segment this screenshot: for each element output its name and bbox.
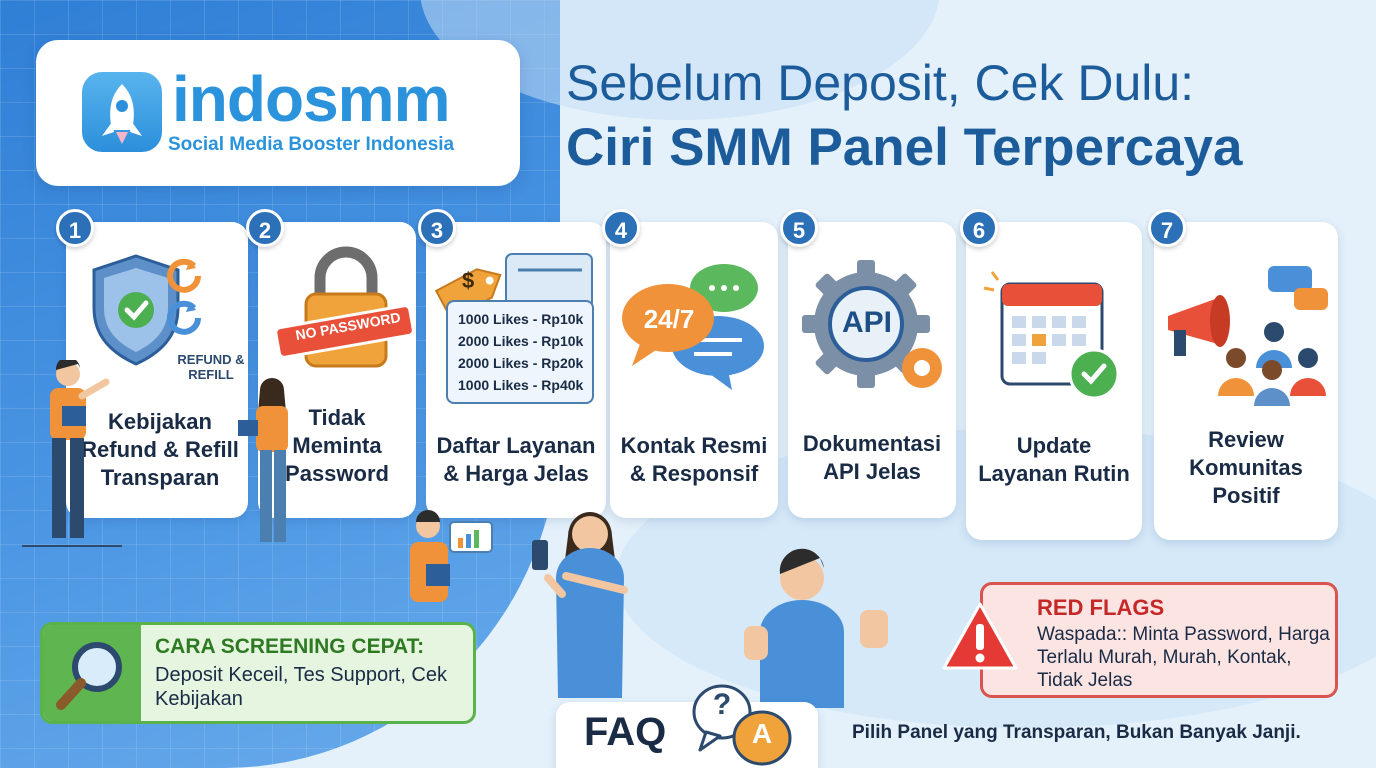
step-number-5: 5 bbox=[780, 209, 818, 247]
step-label-1: Kebijakan Refund & Refill Transparan bbox=[81, 409, 239, 490]
headline-line-2: Ciri SMM Panel Terpercaya bbox=[566, 118, 1243, 177]
step-number-2: 2 bbox=[246, 209, 284, 247]
step-number-6: 6 bbox=[960, 209, 998, 247]
headline-line-1: Sebelum Deposit, Cek Dulu: bbox=[566, 55, 1195, 111]
slogan: Pilih Panel yang Transparan, Bukan Banya… bbox=[852, 722, 1301, 743]
rocket-logo-icon bbox=[82, 72, 162, 152]
warning-icon bbox=[942, 602, 1018, 670]
shield-check-icon bbox=[92, 254, 201, 366]
brand-name: indosmm bbox=[172, 63, 450, 135]
screening-box: CARA SCREENING CEPAT: Deposit Keceil, Te… bbox=[40, 622, 476, 724]
step-card-1: REFUND & REFILL Kebijakan Refund & Refil… bbox=[66, 222, 248, 518]
megaphone-community-icon bbox=[1168, 266, 1328, 406]
calendar-check-icon bbox=[983, 271, 1120, 400]
woman-with-tablet-illustration bbox=[238, 378, 288, 542]
boy-with-chart-illustration bbox=[410, 510, 493, 602]
faq-label: FAQ bbox=[584, 710, 667, 754]
refund-refill-badge: REFUND & REFILL bbox=[177, 352, 245, 382]
question-mark-icon: ? bbox=[712, 688, 732, 721]
padlock-icon bbox=[274, 246, 415, 368]
screening-body: Deposit Keceil, Tes Support, Cek Kebijak… bbox=[155, 664, 448, 710]
screening-title: CARA SCREENING CEPAT: bbox=[155, 635, 425, 658]
woman-with-phone-illustration bbox=[532, 512, 628, 698]
faq-bubbles-icon bbox=[692, 684, 792, 766]
red-flags-body: Waspada:: Minta Password, Harga Terlalu … bbox=[1037, 624, 1330, 691]
step-label-7: Review Komunitas Positif bbox=[1189, 427, 1303, 508]
badge-24-7: 24/7 bbox=[643, 304, 695, 334]
step-card-6: Update Layanan Rutin bbox=[966, 222, 1142, 540]
step-number-7: 7 bbox=[1148, 209, 1186, 247]
step-label-5: Dokumentasi API Jelas bbox=[802, 431, 942, 484]
man-with-tablet-illustration bbox=[22, 360, 122, 547]
red-flags-title: RED FLAGS bbox=[1037, 595, 1165, 620]
price-item: 1000 Likes - Rp10k bbox=[458, 311, 584, 327]
price-item: 1000 Likes - Rp40k bbox=[458, 377, 584, 393]
step-card-5: API Dokumentasi API Jelas bbox=[788, 222, 956, 518]
gear-icon bbox=[802, 260, 942, 388]
step-label-3: Daftar Layanan & Harga Jelas bbox=[436, 433, 596, 486]
price-list: 1000 Likes - Rp10k 2000 Likes - Rp10k 20… bbox=[446, 300, 594, 404]
step-number-3: 3 bbox=[418, 209, 456, 247]
dollar-icon: $ bbox=[462, 268, 475, 293]
step-number-1: 1 bbox=[56, 209, 94, 247]
price-item: 2000 Likes - Rp20k bbox=[458, 355, 584, 371]
step-label-6: Update Layanan Rutin bbox=[978, 433, 1130, 486]
red-flags-box: RED FLAGS Waspada:: Minta Password, Harg… bbox=[980, 582, 1338, 698]
step-number-4: 4 bbox=[602, 209, 640, 247]
step-card-7: Review Komunitas Positif bbox=[1154, 222, 1338, 540]
chat-bubbles-icon bbox=[622, 264, 764, 390]
api-badge: API bbox=[841, 306, 892, 339]
step-label-2: Tidak Meminta Password bbox=[285, 405, 389, 486]
price-item: 2000 Likes - Rp10k bbox=[458, 333, 584, 349]
step-label-4: Kontak Resmi & Responsif bbox=[620, 433, 768, 486]
magnifier-icon bbox=[43, 625, 141, 721]
brand-tagline: Social Media Booster Indonesia bbox=[168, 134, 455, 155]
man-thumbs-up-illustration bbox=[744, 548, 888, 708]
step-card-4: 24/7 Kontak Resmi & Responsif bbox=[610, 222, 778, 518]
answer-a-icon: A bbox=[751, 718, 773, 749]
logo-card: indosmm Social Media Booster Indonesia bbox=[36, 40, 520, 186]
